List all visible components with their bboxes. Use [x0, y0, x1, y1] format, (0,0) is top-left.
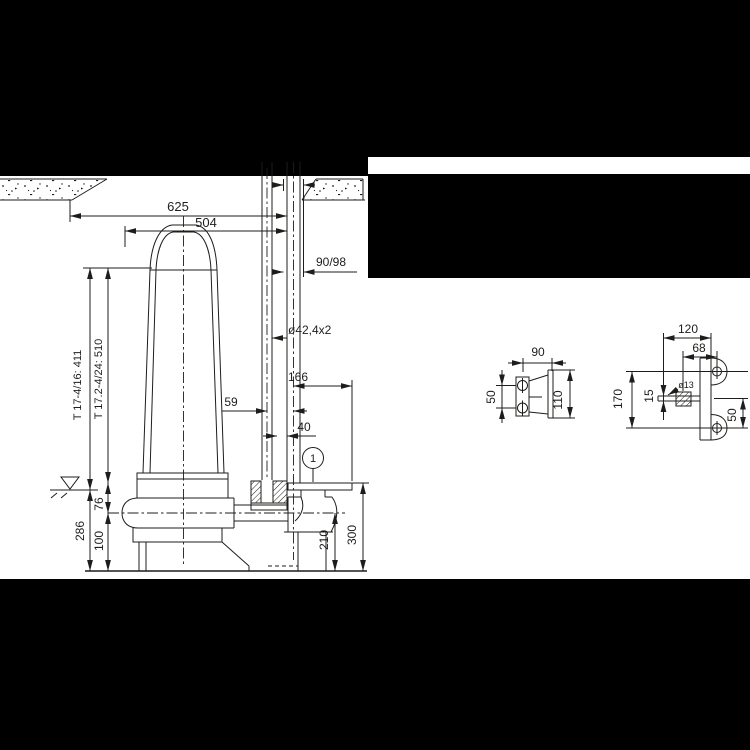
dim-59-label: 59: [224, 395, 238, 409]
bracket-side-view: 120 68 170 15 50 ø13: [611, 322, 748, 441]
dim-40-label: 40: [297, 420, 311, 434]
dim-625-label: 625: [167, 199, 189, 214]
dim-166-label: 166: [288, 370, 308, 384]
dim-50-side-label: 50: [725, 408, 739, 422]
elbow-flange: [287, 482, 353, 491]
dim-170-label: 170: [611, 389, 625, 409]
callout-1: 1: [302, 447, 324, 482]
elbow-inner-arc: [294, 496, 304, 522]
callout-1-label: 1: [310, 453, 316, 465]
dim-model-b-label: T 17.2-4/24: 510: [93, 339, 105, 420]
dim-90-label: 90: [531, 345, 545, 359]
dim-15-label: 15: [642, 389, 656, 403]
dim-model-a-label: T 17-4/16: 411: [72, 350, 84, 421]
dim-68-label: 68: [692, 341, 706, 355]
motor-dome-outer: [149, 224, 218, 271]
dim-210-label: 210: [317, 530, 331, 550]
dim-120-label: 120: [678, 322, 698, 336]
dim-90-98-label: 90/98: [316, 255, 346, 269]
dim-110-label: 110: [551, 390, 565, 409]
dim-76-label: 76: [92, 497, 106, 511]
dimensions-main: 625 504 90/98 ø42,4x2 166 59 40: [69, 179, 369, 571]
dim-pipe-od-label: ø42,4x2: [288, 323, 332, 337]
dim-100-label: 100: [92, 531, 106, 551]
pipe-clamp: [250, 480, 288, 511]
soil-hatch-right: [302, 179, 363, 200]
sheet-background: [0, 157, 750, 579]
dim-50-front-label: 50: [484, 390, 498, 404]
ground-level: [0, 178, 365, 201]
dim-hole-label: ø13: [678, 380, 694, 390]
dim-286-label: 286: [73, 521, 87, 541]
pump-body: [108, 216, 345, 571]
bracket-front-view: 90 50 110: [484, 345, 575, 423]
dim-300-label: 300: [345, 525, 359, 545]
sheet-main: [0, 176, 368, 579]
dim-504-label: 504: [195, 215, 217, 230]
pump-base: [132, 528, 223, 543]
sheet-top-band: [368, 157, 750, 174]
